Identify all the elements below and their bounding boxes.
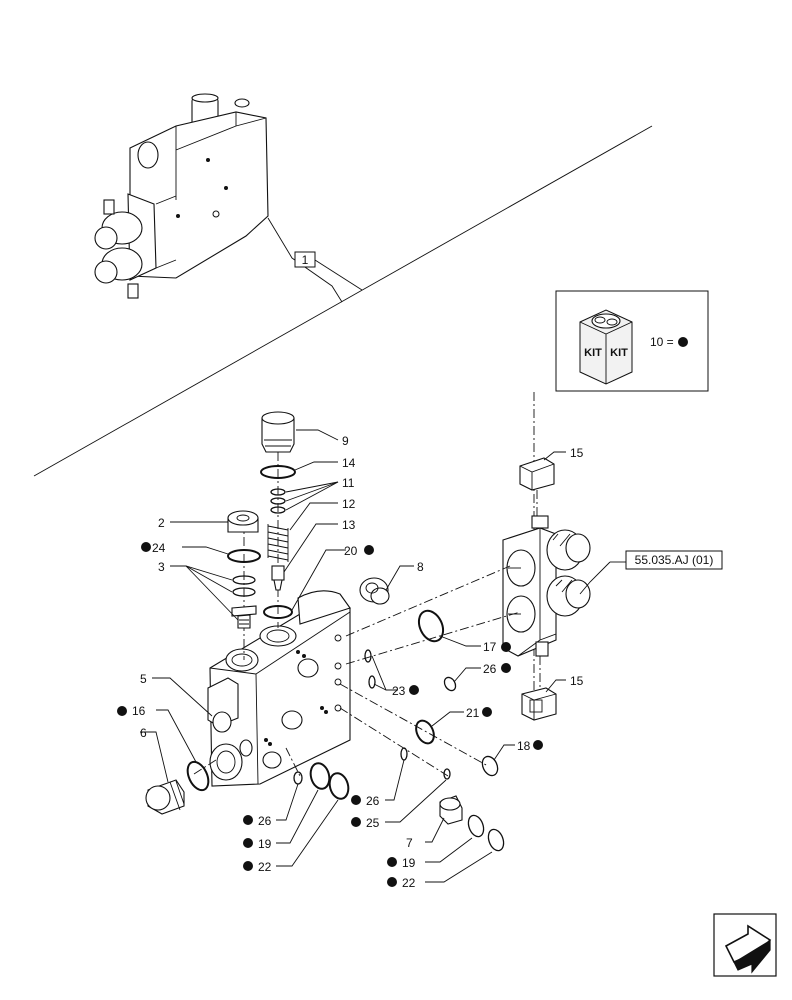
valve-body <box>207 590 351 787</box>
label-15-bottom: 15 <box>570 674 584 688</box>
part-3-ring-a <box>232 575 256 585</box>
kit-tag-right: KIT <box>610 347 628 359</box>
part-26-oring-a <box>364 649 372 663</box>
part-19-oring-a <box>309 762 331 790</box>
bullet-16 <box>117 706 127 716</box>
label-17: 17 <box>483 640 497 654</box>
label-13: 13 <box>342 518 356 532</box>
kit-bullets <box>117 542 543 887</box>
label-1: 1 <box>302 253 309 267</box>
label-26-left: 26 <box>258 814 272 828</box>
part-23-oring <box>368 675 376 689</box>
part-11-washer-a <box>270 488 286 496</box>
bullet-19-right <box>387 857 397 867</box>
label-21: 21 <box>466 706 480 720</box>
leader-lines <box>140 429 611 883</box>
part-18-oring <box>481 755 499 777</box>
part-20-oring <box>263 605 293 619</box>
part-3-ring-b <box>232 587 256 597</box>
bullet-26-left <box>243 815 253 825</box>
label-26-middle: 26 <box>366 794 380 808</box>
kit-bullet-icon <box>678 337 688 347</box>
label-3: 3 <box>158 560 165 574</box>
bullet-23 <box>409 685 419 695</box>
part-26-oring-b <box>443 676 457 692</box>
part-8-plug <box>359 577 390 605</box>
connector-cap-top <box>519 457 555 491</box>
next-page-arrow-icon[interactable] <box>713 913 777 977</box>
part-21-oring <box>415 719 435 745</box>
label-2: 2 <box>158 516 165 530</box>
kit-icon: KIT KIT <box>579 309 633 385</box>
callout-1: 1 <box>267 217 363 303</box>
connector-cap-bottom <box>521 687 557 721</box>
label-16: 16 <box>132 704 146 718</box>
label-15-top: 15 <box>570 446 584 460</box>
label-22-left: 22 <box>258 860 272 874</box>
label-26-right: 26 <box>483 662 497 676</box>
kit-tag-left: KIT <box>584 347 602 359</box>
part-26-oring-d <box>293 771 303 785</box>
label-8: 8 <box>417 560 424 574</box>
label-19-right: 19 <box>402 856 416 870</box>
part-22-oring-b <box>487 828 505 852</box>
kit-legend-text: 10 = <box>650 335 674 349</box>
part-16-oring <box>186 760 210 792</box>
label-22-right: 22 <box>402 876 416 890</box>
part-12-spring <box>267 524 289 562</box>
bullet-24 <box>141 542 151 552</box>
bullet-22-left <box>243 861 253 871</box>
bullet-18 <box>533 740 543 750</box>
part-6-plug <box>145 779 185 815</box>
label-9: 9 <box>342 434 349 448</box>
part-7-plug <box>439 795 463 825</box>
label-23: 23 <box>392 684 406 698</box>
part-26-oring-c <box>400 747 408 761</box>
label-19-left: 19 <box>258 837 272 851</box>
callout-labels: 2 3 5 6 7 8 9 11 12 13 14 15 15 16 17 18… <box>132 434 584 890</box>
part-2-plug <box>227 510 259 533</box>
part-17-oring <box>417 609 445 643</box>
label-6: 6 <box>140 726 147 740</box>
bullet-26-right <box>501 663 511 673</box>
label-7: 7 <box>406 836 413 850</box>
reference-box[interactable]: 55.035.AJ (01) <box>625 550 723 570</box>
part-22-oring-a <box>328 772 350 800</box>
bullet-21 <box>482 707 492 717</box>
part-13-poppet <box>271 565 285 591</box>
label-11: 11 <box>342 476 355 490</box>
bullet-26-middle <box>351 795 361 805</box>
section-divider <box>33 125 653 477</box>
part-24-oring <box>227 549 261 563</box>
bullet-17 <box>501 642 511 652</box>
reference-text: 55.035.AJ (01) <box>635 553 714 567</box>
part-9-plug <box>261 411 295 453</box>
bullet-25 <box>351 817 361 827</box>
bullet-22-right <box>387 877 397 887</box>
bullet-20 <box>364 545 374 555</box>
label-14: 14 <box>342 456 356 470</box>
part-11-washer-c <box>270 506 286 514</box>
label-5: 5 <box>140 672 147 686</box>
label-20: 20 <box>344 544 358 558</box>
part-19-oring-b <box>467 814 485 838</box>
part-14-oring <box>260 465 296 479</box>
label-12: 12 <box>342 497 356 511</box>
label-18: 18 <box>517 739 531 753</box>
solenoid-valve-assembly <box>502 515 591 657</box>
valve-assembly-overview <box>94 93 269 299</box>
kit-legend-box: KIT KIT 10 = <box>555 290 709 392</box>
label-24: 24 <box>152 541 166 555</box>
bullet-19-left <box>243 838 253 848</box>
part-11-washer-b <box>270 497 286 505</box>
label-25: 25 <box>366 816 380 830</box>
part-25-oring <box>443 768 451 780</box>
assembly-centerlines <box>193 418 521 777</box>
